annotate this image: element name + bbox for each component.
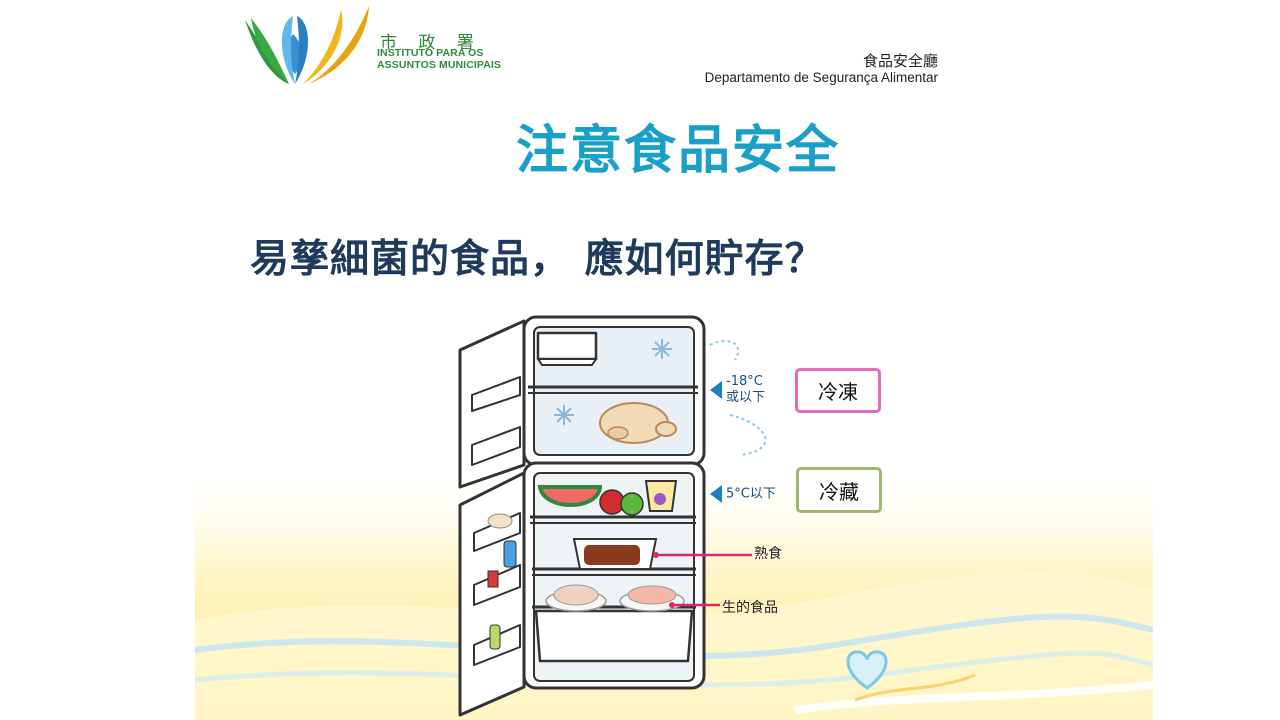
department-portuguese-name: Departamento de Segurança Alimentar — [704, 70, 938, 85]
arrow-left-icon — [710, 381, 722, 399]
question-heading: 易孳細菌的食品， 應如何貯存？ — [250, 237, 825, 282]
yogurt-cup-icon — [644, 480, 678, 512]
fridge-temperature-callout: 5°C以下 — [710, 485, 776, 503]
freezer-temp: -18°C — [726, 374, 763, 389]
logo-portuguese-name-line2: ASSUNTOS MUNICIPAIS — [377, 59, 502, 71]
logo-chinese-name: 市 政 署 — [380, 33, 482, 53]
heart-icon — [846, 650, 888, 690]
arrow-left-icon — [710, 485, 722, 503]
cooked-food-container-icon — [572, 538, 658, 570]
logo-portuguese-name-line1: INSTITUTO PARA OS — [377, 47, 484, 59]
cooked-food-label: 熟食 — [754, 546, 782, 562]
door-items-icon — [487, 513, 517, 650]
fridge-illustration — [458, 315, 767, 717]
raw-food-label: 生的食品 — [722, 600, 778, 616]
chill-tag: 冷藏 — [796, 467, 882, 513]
raw-food-plate-icon — [545, 584, 685, 612]
freezer-temp-note: 或以下 — [726, 390, 766, 405]
freeze-tag: 冷凍 — [795, 368, 881, 413]
page-title: 注意食品安全 — [516, 121, 841, 181]
department-chinese-name: 食品安全廳 — [862, 52, 938, 70]
snowflake-icon — [554, 339, 672, 425]
apple-icon — [599, 489, 644, 516]
fridge-temp: 5°C以下 — [726, 486, 776, 502]
iam-logo-icon — [245, 6, 369, 84]
frozen-chicken-icon — [599, 402, 677, 444]
watermelon-icon — [537, 485, 603, 507]
